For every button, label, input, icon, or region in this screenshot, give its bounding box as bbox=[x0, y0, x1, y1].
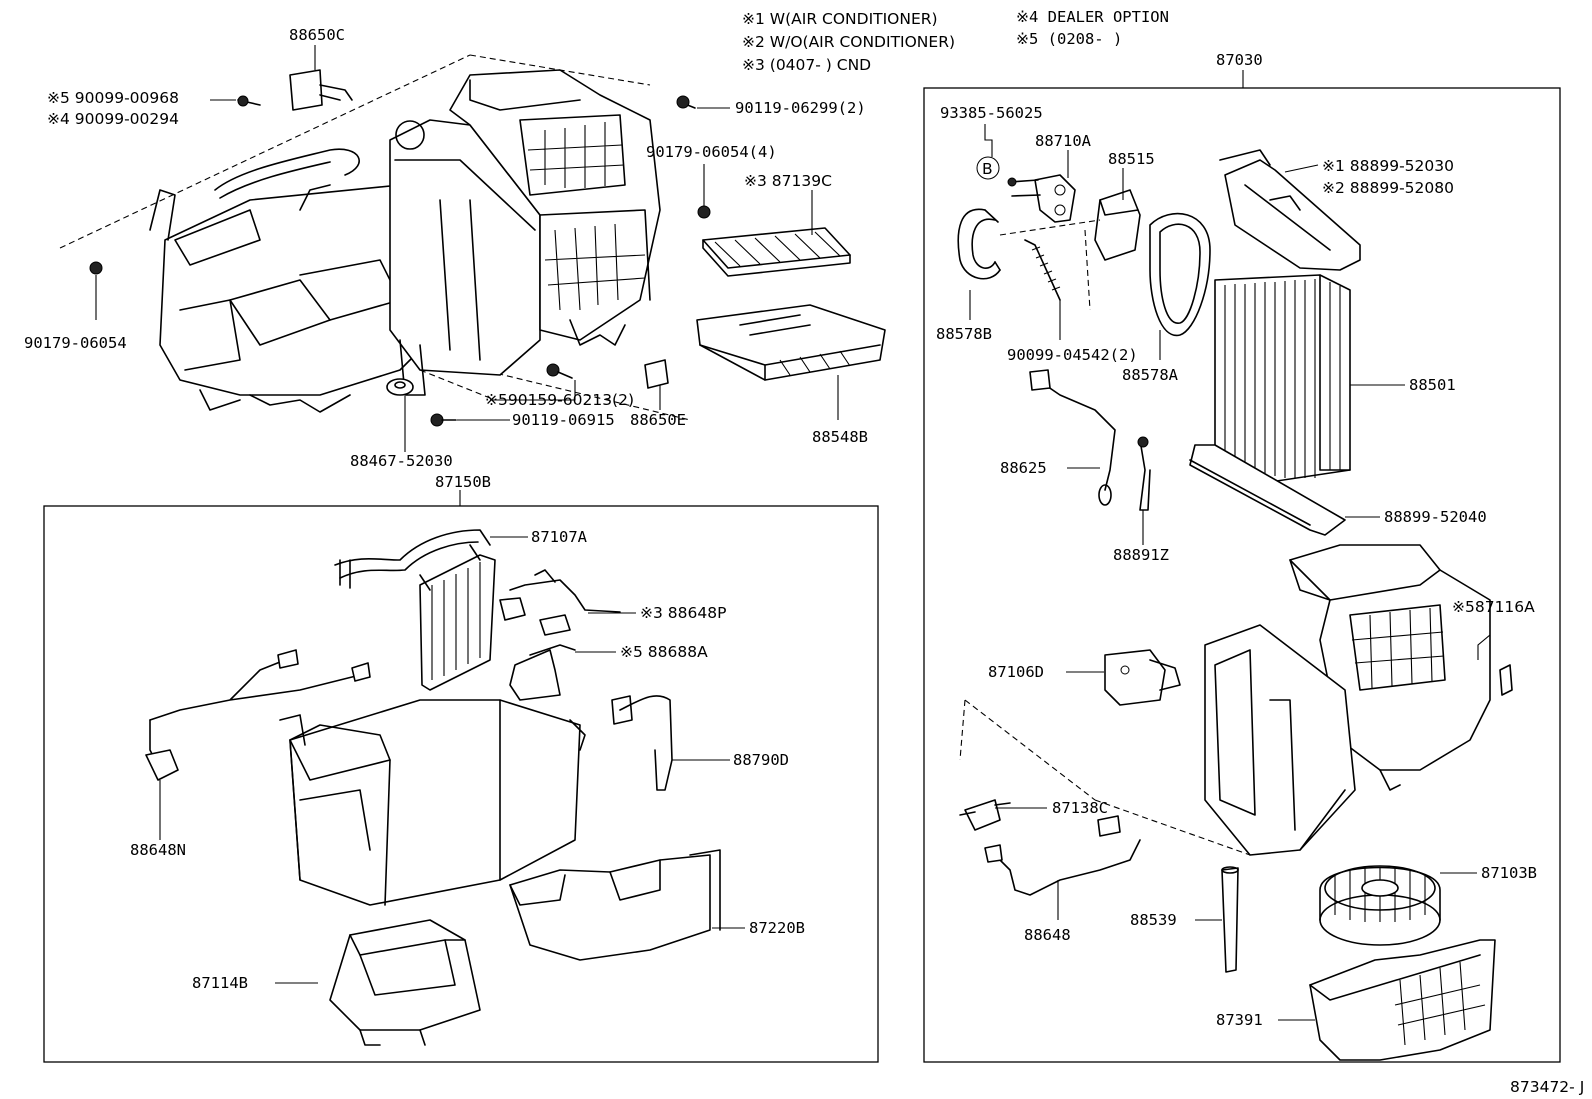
b-marker: B bbox=[976, 124, 1000, 180]
label-88501: 88501 bbox=[1409, 376, 1456, 394]
wire-88625-drawing bbox=[1029, 369, 1116, 506]
note-4: ※4 DEALER OPTION bbox=[1016, 8, 1169, 26]
case-87391-drawing bbox=[1309, 939, 1496, 1061]
label-87220B: 87220B bbox=[749, 919, 805, 937]
label-88548B: 88548B bbox=[812, 428, 868, 446]
duct-87114B-drawing bbox=[329, 919, 481, 1046]
wire-88648N-drawing bbox=[145, 649, 371, 781]
duct-87220B-drawing bbox=[509, 849, 721, 961]
nut-90179-06054-4-drawing bbox=[697, 205, 711, 219]
thermistor-88891Z-drawing bbox=[1137, 436, 1151, 511]
filter-case-88548B-drawing bbox=[696, 304, 886, 381]
label-87139C: ※3 87139C bbox=[744, 172, 832, 190]
label-88891Z: 88891Z bbox=[1113, 546, 1169, 564]
figure-code: 873472- J bbox=[1510, 1078, 1584, 1096]
label-90099-00294: ※4 90099-00294 bbox=[47, 110, 179, 128]
label-88790D: 88790D bbox=[733, 751, 789, 769]
seal-88578A-drawing bbox=[1149, 212, 1211, 337]
label-88539: 88539 bbox=[1130, 911, 1177, 929]
relay-88650C-drawing bbox=[289, 69, 353, 111]
note-3: ※3 (0407- ) CND bbox=[742, 56, 871, 74]
label-87114B: 87114B bbox=[192, 974, 248, 992]
label-87103B: 87103B bbox=[1481, 864, 1537, 882]
relay-88650E-drawing bbox=[644, 359, 669, 389]
screw-90119-06299-drawing bbox=[676, 95, 696, 109]
heater-core-87107A-drawing bbox=[334, 529, 496, 691]
label-88625: 88625 bbox=[1000, 459, 1047, 477]
heater-cooler-assembly-drawing bbox=[59, 54, 691, 421]
label-90119-06915: 90119-06915 bbox=[512, 411, 615, 429]
label-87106D: 87106D bbox=[988, 663, 1044, 681]
blower-87103B-drawing bbox=[1319, 865, 1441, 946]
evaporator-88501-drawing bbox=[1214, 274, 1351, 486]
cooling-case-drawing bbox=[1204, 544, 1491, 856]
bracket-88688A-drawing bbox=[509, 644, 576, 701]
label-88899-52030: ※1 88899-52030 bbox=[1322, 157, 1454, 175]
grommet-88467-drawing bbox=[386, 378, 414, 396]
label-88648N: 88648N bbox=[130, 841, 186, 859]
label-87030: 87030 bbox=[1216, 51, 1263, 69]
nut-90179-06054-drawing bbox=[89, 261, 103, 275]
sensor-88790D-drawing bbox=[611, 695, 673, 791]
drain-hose-88539-drawing bbox=[1221, 866, 1239, 973]
label-87116A: ※587116A bbox=[1452, 598, 1535, 616]
label-88710A: 88710A bbox=[1035, 132, 1092, 150]
servo-motor-87106D-drawing bbox=[1104, 649, 1181, 706]
label-88648: 88648 bbox=[1024, 926, 1071, 944]
note-2: ※2 W/O(AIR CONDITIONER) bbox=[742, 33, 955, 51]
screw-90119-06915-drawing bbox=[430, 413, 457, 427]
air-filter-87139C-drawing bbox=[702, 227, 851, 277]
label-90099-04542: 90099-04542(2) bbox=[1007, 346, 1138, 364]
label-87138C: 87138C bbox=[1052, 799, 1108, 817]
label-90179-06054-4: 90179-06054(4) bbox=[646, 143, 777, 161]
note-5: ※5 (0208- ) bbox=[1016, 30, 1122, 48]
valve-88515-drawing bbox=[1094, 189, 1141, 261]
label-90159-60213: ※590159-60213(2) bbox=[485, 391, 634, 409]
b-marker-letter: B bbox=[982, 160, 993, 178]
drain-tray-88899-52040-drawing bbox=[1189, 444, 1346, 536]
cooling-unit-frame bbox=[923, 87, 1561, 1063]
expansion-valve-88710A-drawing bbox=[1007, 174, 1076, 223]
screw-90099-drawing bbox=[237, 95, 261, 107]
heater-unit-frame bbox=[43, 505, 879, 1063]
label-87150B: 87150B bbox=[435, 473, 491, 491]
label-90119-06299: 90119-06299(2) bbox=[735, 99, 866, 117]
label-88688A: ※5 88688A bbox=[620, 643, 708, 661]
wire-88648-drawing bbox=[984, 815, 1141, 896]
label-88467-52030: 88467-52030 bbox=[350, 452, 453, 470]
label-90099-00968: ※5 90099-00968 bbox=[47, 89, 179, 107]
label-88648P: ※3 88648P bbox=[640, 604, 726, 622]
label-88578A: 88578A bbox=[1122, 366, 1179, 384]
note-1: ※1 W(AIR CONDITIONER) bbox=[742, 10, 938, 28]
case-cover-88899-drawing bbox=[1219, 149, 1361, 271]
label-88515: 88515 bbox=[1108, 150, 1155, 168]
heater-case-87150B-drawing bbox=[279, 699, 586, 906]
resistor-87138C-drawing bbox=[959, 699, 1251, 856]
label-88650C: 88650C bbox=[289, 26, 345, 44]
screw-90159-drawing bbox=[546, 363, 573, 379]
label-88578B: 88578B bbox=[936, 325, 992, 343]
bolt-90099-04542-drawing bbox=[999, 219, 1101, 311]
label-87391: 87391 bbox=[1216, 1011, 1263, 1029]
label-93385-56025: 93385-56025 bbox=[940, 104, 1043, 122]
label-88650E: 88650E bbox=[630, 411, 686, 429]
o-ring-88578B-drawing bbox=[957, 208, 1001, 280]
wire-88648P-drawing bbox=[499, 569, 621, 636]
clip-87116A-drawing bbox=[1499, 664, 1513, 696]
notes-legend: ※1 W(AIR CONDITIONER) ※2 W/O(AIR CONDITI… bbox=[742, 8, 1169, 74]
label-88899-52040: 88899-52040 bbox=[1384, 508, 1487, 526]
label-90179-06054: 90179-06054 bbox=[24, 334, 127, 352]
label-87107A: 87107A bbox=[531, 528, 588, 546]
label-88899-52080: ※2 88899-52080 bbox=[1322, 179, 1454, 197]
